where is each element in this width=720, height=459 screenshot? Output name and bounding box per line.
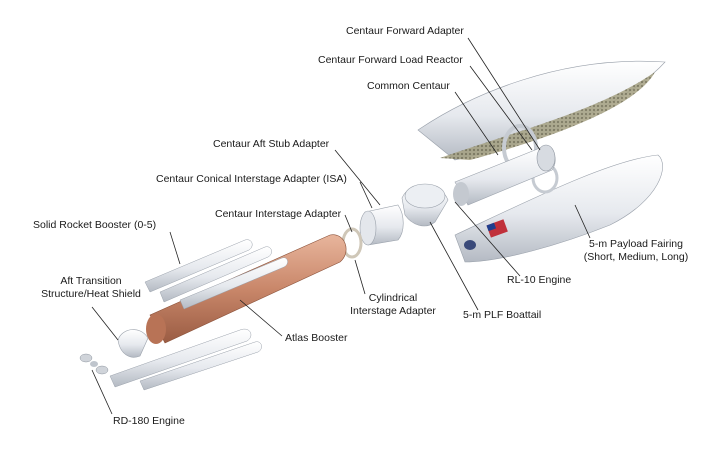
- aft-heat-shield: [117, 329, 149, 358]
- label-aft-transition-line1: Aft Transition: [60, 275, 122, 287]
- label-rl10-engine: RL-10 Engine: [507, 274, 572, 286]
- leader-lines: [91, 37, 591, 415]
- label-solid-rocket-booster: Solid Rocket Booster (0-5): [33, 219, 157, 231]
- label-atlas-booster: Atlas Booster: [285, 332, 348, 344]
- label-cylindrical-isa-line2: Interstage Adapter: [350, 305, 436, 317]
- label-payload-fairing-line2: (Short, Medium, Long): [583, 251, 689, 263]
- label-aft-transition-structure: Aft Transition Structure/Heat Shield: [26, 275, 156, 301]
- label-centaur-forward-load-reactor: Centaur Forward Load Reactor: [318, 54, 463, 66]
- label-cylindrical-isa: Cylindrical Interstage Adapter: [338, 292, 448, 318]
- label-cylindrical-isa-line1: Cylindrical: [368, 292, 418, 304]
- centaur-aft-stub-adapter: [359, 204, 404, 246]
- label-centaur-conical-isa: Centaur Conical Interstage Adapter (ISA): [156, 173, 347, 185]
- label-centaur-interstage-adapter: Centaur Interstage Adapter: [215, 208, 342, 220]
- label-aft-transition-line2: Structure/Heat Shield: [41, 288, 141, 300]
- label-payload-fairing-line1: 5-m Payload Fairing: [589, 238, 683, 250]
- label-plf-boattail: 5-m PLF Boattail: [463, 309, 542, 321]
- solid-rocket-boosters-upper: [144, 239, 288, 310]
- solid-rocket-boosters-lower: [109, 328, 262, 391]
- common-centaur-stage: [453, 144, 556, 206]
- atlas-booster: [146, 234, 347, 344]
- label-centaur-forward-adapter: Centaur Forward Adapter: [346, 25, 464, 37]
- payload-fairing-upper-half: [417, 60, 666, 161]
- label-common-centaur: Common Centaur: [367, 80, 450, 92]
- payload-fairing-lower-half: [454, 154, 663, 263]
- plf-boattail: [401, 183, 449, 227]
- label-rd180-engine: RD-180 Engine: [113, 415, 185, 427]
- rd-180-engine: [79, 353, 109, 375]
- label-centaur-aft-stub-adapter: Centaur Aft Stub Adapter: [213, 138, 330, 150]
- label-payload-fairing: 5-m Payload Fairing (Short, Medium, Long…: [566, 238, 706, 264]
